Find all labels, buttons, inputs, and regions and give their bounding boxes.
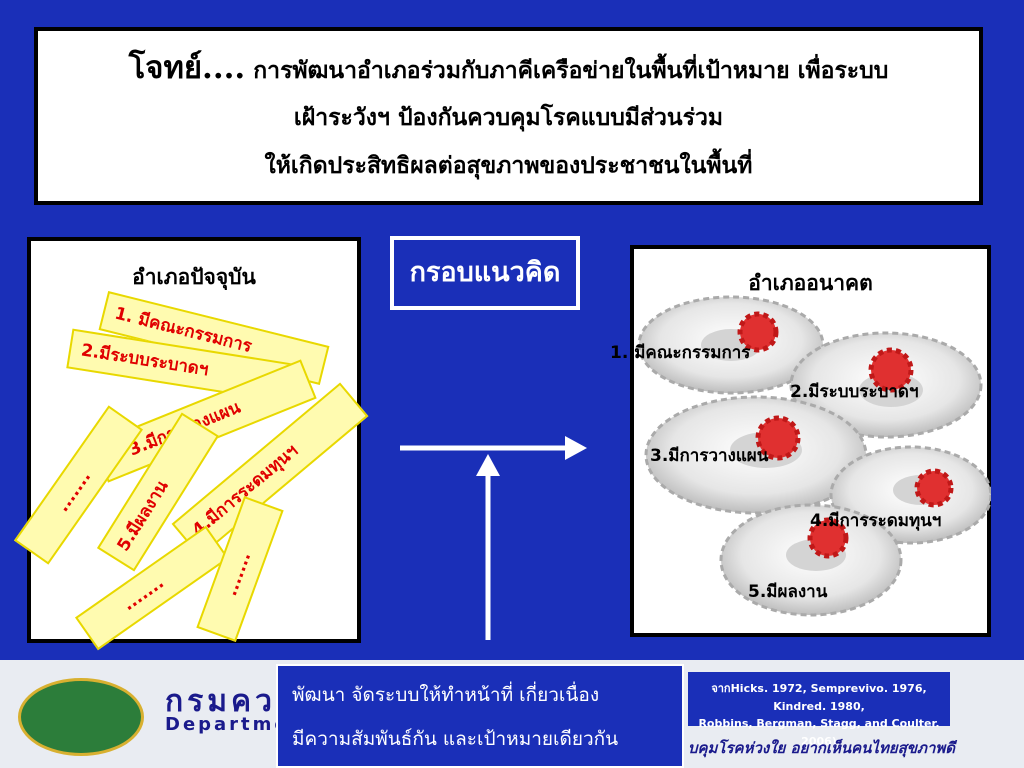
future-district-title: อำเภออนาคต	[748, 270, 873, 295]
current-district-title: อำเภอปัจจุบัน	[132, 264, 256, 289]
conceptual-framework-label: กรอบแนวคิด	[390, 236, 580, 310]
footer-slogan: บคุมโรคห่วงใย อยากเห็นคนไทยสุขภาพดี	[688, 739, 955, 757]
red-gears-icon	[737, 311, 954, 559]
up-arrow-head	[476, 454, 500, 476]
problem-lead: โจทย์....	[128, 50, 246, 86]
problem-line-2: เฝ้าระวังฯ ป้องกันควบคุมโรคแบบมีส่วนร่วม	[293, 103, 724, 131]
problem-statement-box: โจทย์.... การพัฒนาอำเภอร่วมกับภาคีเครือข…	[34, 27, 983, 205]
department-name-english: Departme	[165, 714, 290, 735]
arrows-graphic	[400, 436, 587, 640]
department-name-thai: กรมคว	[165, 684, 276, 719]
gear-label-epidemic-system: 2.มีระบบระบาดฯ	[790, 382, 919, 402]
problem-line-3: ให้เกิดประสิทธิผลต่อสุขภาพของประชาชนในพื…	[264, 151, 753, 179]
development-summary-box: พัฒนา จัดระบบให้ทำหน้าที่ เกี่ยวเนื่อง ม…	[276, 664, 684, 768]
gear-label-planning: 3.มีการวางแผน	[650, 446, 769, 466]
gears-graphic	[637, 295, 991, 617]
summary-line-2: มีความสัมพันธ์กัน และเป้าหมายเดียวกัน	[292, 728, 619, 750]
problem-line-1: การพัฒนาอำเภอร่วมกับภาคีเครือข่ายในพื้นท…	[245, 57, 889, 84]
reference-line-2: Robbins, Bergman, Stagg, and Coulter. 20…	[698, 717, 940, 748]
gear-label-results: 5.มีผลงาน	[748, 582, 828, 602]
reference-citation: จากHicks. 1972, Semprevivo. 1976, Kindre…	[688, 672, 950, 748]
right-arrow-head	[565, 436, 587, 460]
gear-label-fundraising: 4.มีการระดมทุนฯ	[810, 511, 942, 531]
department-logo-icon	[18, 678, 144, 756]
gear-label-committee: 1. มีคณะกรรมการ	[610, 343, 751, 363]
reference-line-1: จากHicks. 1972, Semprevivo. 1976, Kindre…	[711, 682, 927, 713]
summary-line-1: พัฒนา จัดระบบให้ทำหน้าที่ เกี่ยวเนื่อง	[292, 684, 600, 706]
